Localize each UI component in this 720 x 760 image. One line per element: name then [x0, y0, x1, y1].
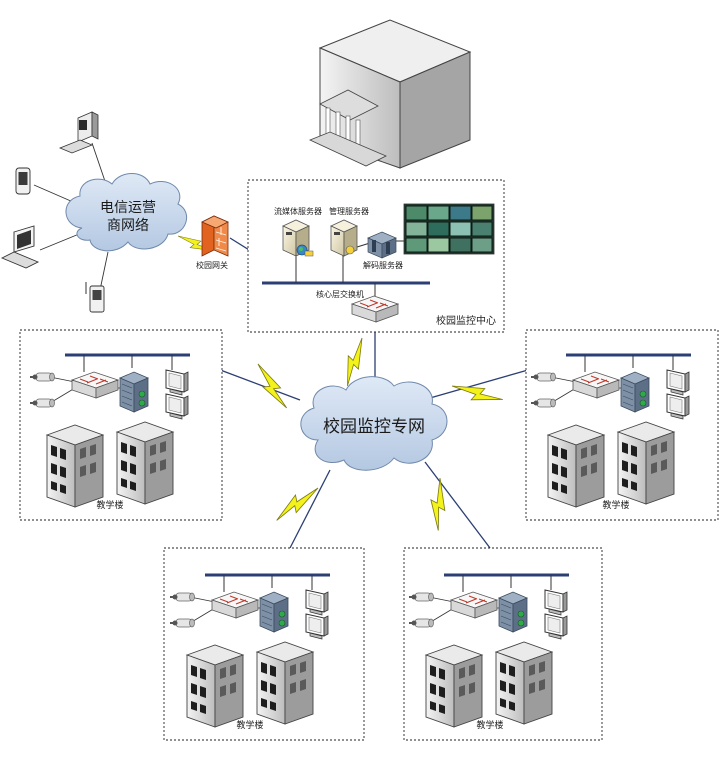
control-center-label: 校园监控中心	[436, 314, 496, 327]
firewall-icon	[201, 215, 229, 257]
bank-icon	[308, 19, 472, 169]
telecom-cloud: 电信运营 商网络	[65, 173, 188, 252]
stream-server-label: 流媒体服务器	[274, 206, 322, 216]
telecom-cloud-line2: 商网络	[107, 218, 149, 234]
campus-cloud-label: 校园监控专网	[323, 417, 425, 437]
server-icon	[282, 219, 314, 257]
building-label: 教学楼	[602, 499, 629, 511]
building-site-2: 教学楼	[525, 329, 719, 521]
decoder-server-icon	[367, 231, 397, 259]
laptop-icon	[0, 225, 40, 269]
phone-icon	[15, 167, 31, 195]
building-label: 教学楼	[476, 719, 503, 731]
pc-icon	[58, 111, 99, 154]
mgmt-server-label: 管理服务器	[329, 206, 369, 216]
building-site-4: 教学楼	[403, 547, 603, 741]
server-icon	[330, 219, 358, 257]
building-label: 教学楼	[236, 719, 263, 731]
video-wall-icon	[403, 203, 495, 255]
decoder-server-label: 解码服务器	[363, 260, 403, 270]
building-label: 教学楼	[96, 499, 123, 511]
building-site-3: 教学楼	[163, 547, 365, 741]
telecom-cloud-line1: 电信运营	[100, 200, 156, 216]
core-switch-label: 核心层交换机	[316, 289, 364, 299]
pda-icon	[85, 282, 105, 313]
building-site-1: 教学楼	[19, 329, 223, 521]
campus-cloud: 校园监控专网	[300, 376, 448, 471]
firewall-label: 校园网关	[196, 260, 228, 270]
